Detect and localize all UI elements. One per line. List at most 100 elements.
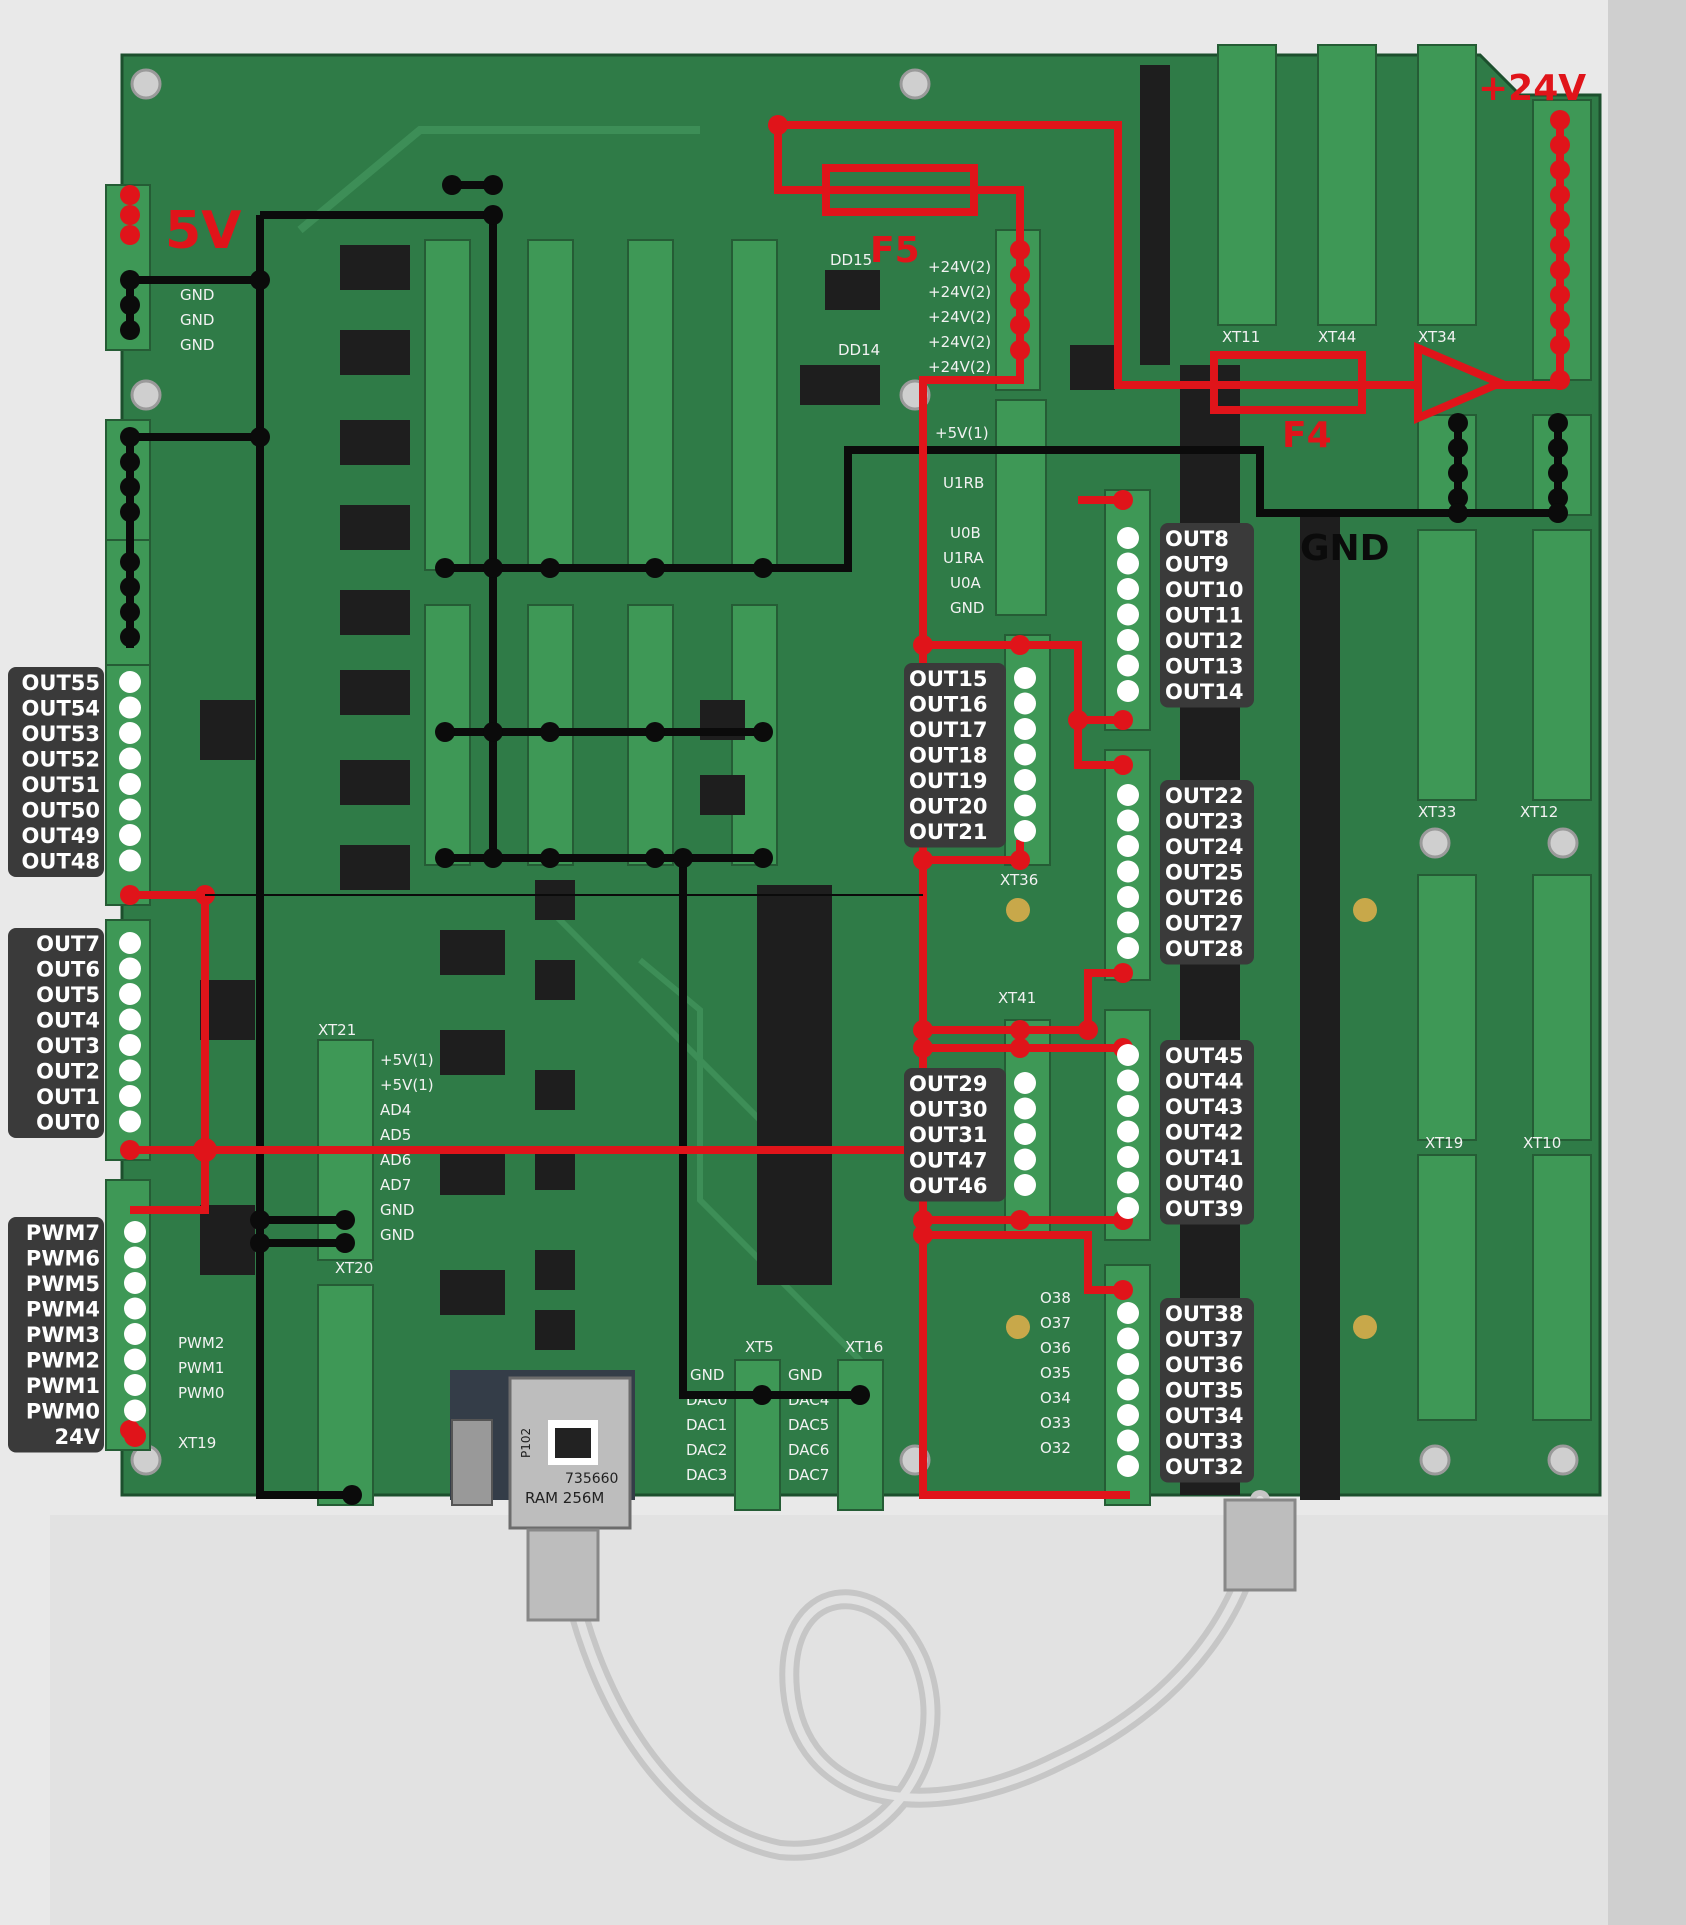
standoff: [1006, 898, 1030, 922]
pin-label-out16: OUT16: [909, 693, 987, 717]
pin-label-out0: OUT0: [36, 1111, 100, 1135]
terminal-pin: [1117, 578, 1139, 600]
silk-plus24-2: +24V(2): [928, 283, 991, 301]
terminal-pin: [1117, 629, 1139, 651]
terminal-pin: [1117, 1095, 1139, 1117]
terminal-pin: [1117, 654, 1139, 677]
silk-xt5: XT5: [745, 1338, 774, 1356]
silk-ad-5: AD7: [380, 1176, 411, 1194]
pin-label-out53: OUT53: [22, 722, 100, 746]
silk-gnd-1: GND: [180, 286, 214, 304]
terminal-pin: [1117, 809, 1139, 832]
silk-plus24-3: +24V(2): [928, 308, 991, 326]
pin-label-out12: OUT12: [1165, 629, 1243, 653]
terminal-pin: [119, 798, 141, 821]
terminal-pin: [1014, 794, 1036, 817]
pin-label-out8: OUT8: [1165, 527, 1229, 551]
pin-label-out35: OUT35: [1165, 1379, 1243, 1403]
pin-label-out22: OUT22: [1165, 784, 1243, 808]
ground-nodes: [120, 175, 1568, 1505]
silk-dac-l-4: DAC3: [686, 1466, 727, 1484]
pin-label-out42: OUT42: [1165, 1121, 1243, 1145]
silk-dd14: DD14: [838, 341, 880, 359]
terminal-pin: [124, 1246, 146, 1269]
pin-label-pwm4: PWM4: [26, 1298, 100, 1322]
silk-xt10: XT10: [1523, 1134, 1561, 1152]
silk-xt12: XT12: [1520, 803, 1558, 821]
terminal-pin: [124, 1297, 146, 1320]
pin-label-out30: OUT30: [909, 1098, 987, 1122]
silk-u-2: U0B: [950, 524, 981, 542]
terminal-pin: [1117, 527, 1139, 549]
pin-label-out14: OUT14: [1165, 680, 1243, 704]
silk-dac-l-2: DAC1: [686, 1416, 727, 1434]
standoff: [1353, 898, 1377, 922]
silk-o-2: O36: [1040, 1339, 1071, 1357]
pin-label-out52: OUT52: [22, 748, 100, 772]
pin-label-pwm0: PWM0: [26, 1400, 100, 1424]
terminal-pin: [124, 1399, 146, 1422]
terminal-pin: [124, 1425, 146, 1447]
label-box: [1160, 1298, 1254, 1483]
pin-label-out55: OUT55: [22, 671, 100, 695]
pin-label-out17: OUT17: [909, 718, 987, 742]
terminal-pin: [1117, 1378, 1139, 1401]
silk-dac-r-4: DAC7: [788, 1466, 829, 1484]
silk-xt33: XT33: [1418, 803, 1456, 821]
fuse-f4: [1210, 351, 1366, 414]
terminal-pin: [119, 696, 141, 719]
label-box: [1160, 780, 1254, 965]
silk-plus24-5: +24V(2): [928, 358, 991, 376]
background-lower: [50, 1515, 1608, 1925]
pin-label-out10: OUT10: [1165, 578, 1243, 602]
silk-o-0: O38: [1040, 1289, 1071, 1307]
pin-label-out29: OUT29: [909, 1072, 987, 1096]
terminal-pin: [1014, 1097, 1036, 1120]
pin-label-out28: OUT28: [1165, 937, 1243, 961]
terminal-pin: [1117, 1353, 1139, 1375]
standoff: [1353, 1315, 1377, 1339]
pin-label-out34: OUT34: [1165, 1404, 1243, 1428]
silk-o-4: O34: [1040, 1389, 1071, 1407]
pin-label-out7: OUT7: [36, 932, 100, 956]
silk-ad-4: AD6: [380, 1151, 411, 1169]
pin-label-out25: OUT25: [1165, 861, 1243, 885]
background-right-strip: [1608, 0, 1686, 1925]
terminal-pin: [119, 722, 141, 744]
pin-label-out19: OUT19: [909, 769, 987, 793]
silk-xt36: XT36: [1000, 871, 1038, 889]
ethernet-cable: [526, 1490, 1297, 1861]
terminal-pin: [1014, 1148, 1036, 1171]
silk-xt34: XT34: [1418, 328, 1456, 346]
silk-xt20: XT20: [335, 1259, 373, 1277]
silk-dac-l-0: GND: [690, 1366, 724, 1384]
terminal-pin: [1014, 718, 1036, 740]
label-gnd: GND: [1300, 528, 1390, 569]
pin-label-out50: OUT50: [22, 799, 100, 823]
silk-ad-2: AD4: [380, 1101, 411, 1119]
terminal-pin: [1117, 1302, 1139, 1324]
terminal-pin: [119, 957, 141, 980]
silk-pwm-0: PWM2: [178, 1334, 224, 1352]
terminal-pin: [1014, 1174, 1036, 1196]
pin-label-out47: OUT47: [909, 1149, 987, 1173]
silk-o-1: O37: [1040, 1314, 1071, 1332]
pin-label-out26: OUT26: [1165, 886, 1243, 910]
terminal-pin: [1014, 769, 1036, 791]
terminal-pin: [1117, 835, 1139, 857]
fuses-diode: [822, 164, 1511, 425]
terminal-pin: [1117, 1171, 1139, 1194]
label-f4: F4: [1282, 415, 1332, 456]
pin-label-out46: OUT46: [909, 1174, 987, 1198]
pin-label-out15: OUT15: [909, 667, 987, 691]
silk-dac-r-0: GND: [788, 1366, 822, 1384]
pin-label-out27: OUT27: [1165, 912, 1243, 936]
label-box: [1160, 1040, 1254, 1225]
terminal-pin: [1117, 1327, 1139, 1350]
